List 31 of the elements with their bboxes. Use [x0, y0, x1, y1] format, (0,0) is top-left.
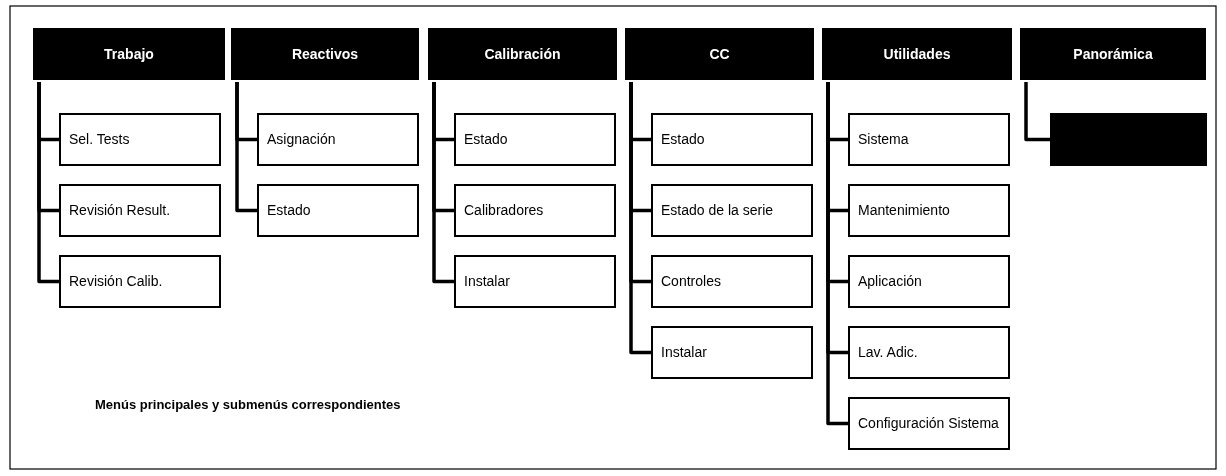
submenu-box: Lav. Adic.: [848, 326, 1010, 379]
submenu-box: Estado: [257, 184, 419, 237]
submenu-box: Instalar: [454, 255, 616, 308]
submenu-box: Configuración Sistema: [848, 397, 1010, 450]
filled-box: [1050, 113, 1207, 166]
menu-header: Reactivos: [231, 28, 419, 80]
submenu-box: Estado: [651, 113, 813, 166]
submenu-box: Instalar: [651, 326, 813, 379]
connector-line: [629, 82, 651, 355]
submenu-box: Revisión Calib.: [59, 255, 221, 308]
connector-line: [432, 82, 454, 284]
submenu-box: Mantenimiento: [848, 184, 1010, 237]
submenu-box: Estado de la serie: [651, 184, 813, 237]
submenu-box: Asignación: [257, 113, 419, 166]
submenu-box: Estado: [454, 113, 616, 166]
menu-header: Calibración: [428, 28, 617, 80]
connector-line: [826, 82, 848, 426]
submenu-box: Calibradores: [454, 184, 616, 237]
menu-header: CC: [625, 28, 814, 80]
submenu-box: Controles: [651, 255, 813, 308]
menu-header: Utilidades: [822, 28, 1012, 80]
submenu-box: Sistema: [848, 113, 1010, 166]
submenu-box: Sel. Tests: [59, 113, 221, 166]
caption: Menús principales y submenús correspondientes: [95, 397, 401, 412]
menu-header: Panorámica: [1020, 28, 1206, 80]
menu-header: Trabajo: [33, 28, 225, 80]
connector-line: [37, 82, 59, 284]
connector-line: [235, 82, 257, 213]
submenu-box: Aplicación: [848, 255, 1010, 308]
submenu-box: Revisión Result.: [59, 184, 221, 237]
connector-line: [1024, 82, 1050, 142]
